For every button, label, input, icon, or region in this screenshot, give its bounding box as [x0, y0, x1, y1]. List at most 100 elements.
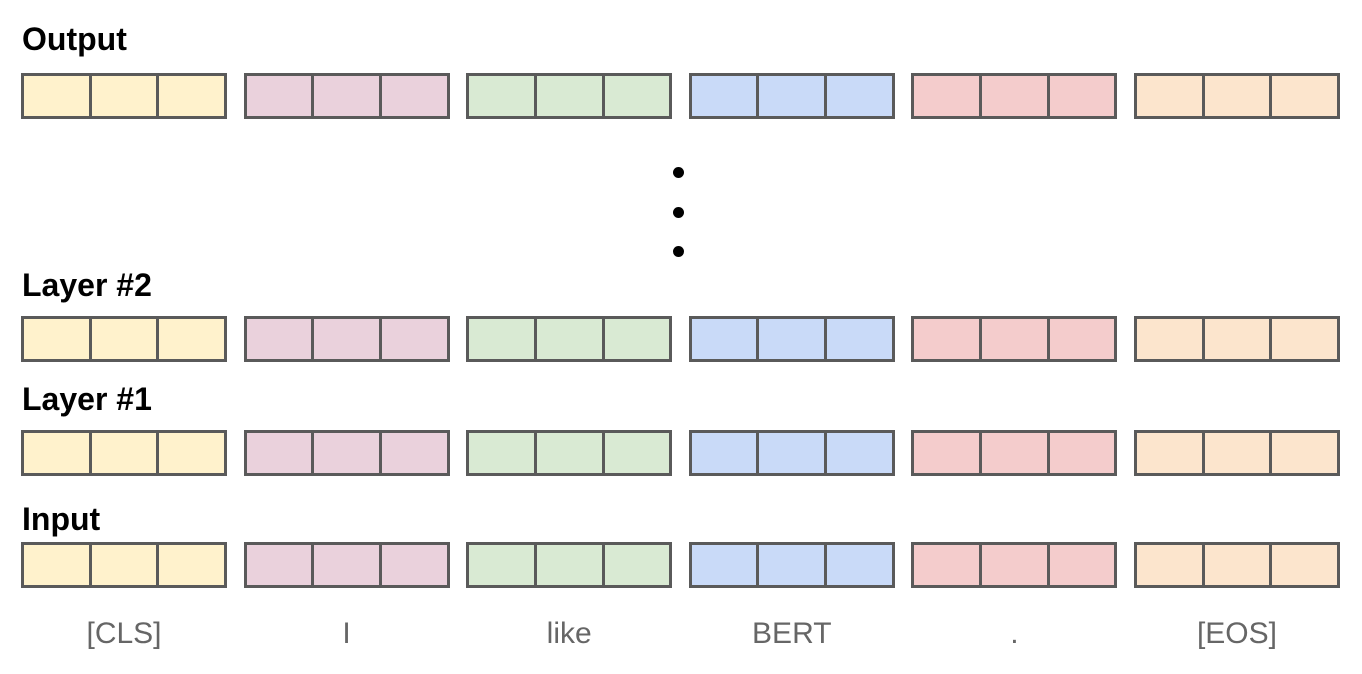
- vector-cell: [92, 433, 160, 473]
- vector-cell: [692, 433, 760, 473]
- vector-cell: [982, 433, 1050, 473]
- vector-cell: [759, 545, 828, 585]
- vector-cell: [692, 545, 760, 585]
- vector-cell: [827, 319, 892, 359]
- vector-cell: [159, 433, 224, 473]
- vector-cell: [537, 76, 605, 116]
- vector-cell: [605, 545, 670, 585]
- vector-cell: [382, 433, 447, 473]
- vector-cell: [159, 545, 224, 585]
- ellipsis-dot: [672, 206, 684, 218]
- token-label: I: [342, 617, 351, 650]
- embedding-vector: [688, 73, 895, 119]
- embedding-vector: [688, 430, 895, 476]
- embedding-vector: [21, 73, 227, 119]
- vector-cell: [1205, 76, 1273, 116]
- vector-cell: [1050, 76, 1115, 116]
- vector-row: [21, 316, 1340, 362]
- embedding-vector: [243, 316, 450, 362]
- vector-cell: [1137, 319, 1205, 359]
- vector-cell: [537, 319, 605, 359]
- vector-cell: [914, 545, 983, 585]
- vector-cell: [92, 545, 160, 585]
- embedding-vector: [21, 430, 227, 476]
- vector-cell: [314, 433, 382, 473]
- vector-row: [21, 430, 1340, 476]
- ellipsis-dot: [672, 167, 684, 178]
- vector-cell: [247, 433, 315, 473]
- vector-cell: [605, 433, 670, 473]
- vector-cell: [982, 545, 1050, 585]
- vector-cell: [759, 76, 828, 116]
- embedding-vector: [1133, 430, 1340, 476]
- vector-cell: [24, 76, 92, 116]
- vector-cell: [24, 545, 92, 585]
- embedding-vector: [911, 73, 1118, 119]
- embedding-vector: [688, 542, 895, 588]
- vector-cell: [247, 319, 315, 359]
- vector-cell: [1050, 319, 1115, 359]
- embedding-vector: [466, 430, 673, 476]
- embedding-vector: [1133, 316, 1340, 362]
- ellipsis-dots: [672, 167, 684, 257]
- embedding-vector: [466, 542, 673, 588]
- embedding-vector: [688, 316, 895, 362]
- vector-cell: [382, 319, 447, 359]
- vector-cell: [827, 76, 892, 116]
- token-label: like: [546, 617, 592, 650]
- embedding-vector: [1133, 542, 1340, 588]
- section-label: Output: [22, 21, 127, 57]
- embedding-vector: [243, 542, 450, 588]
- vector-cell: [159, 319, 224, 359]
- vector-cell: [24, 319, 92, 359]
- vector-cell: [1050, 545, 1115, 585]
- section-label: Layer #1: [22, 381, 152, 417]
- vector-cell: [827, 545, 892, 585]
- vector-cell: [24, 433, 92, 473]
- token-label: [CLS]: [86, 617, 162, 650]
- vector-row: [21, 73, 1340, 119]
- token-label: [EOS]: [1196, 617, 1277, 650]
- vector-cell: [1272, 433, 1337, 473]
- vector-cell: [314, 545, 382, 585]
- vector-cell: [469, 76, 537, 116]
- vector-cell: [914, 319, 983, 359]
- vector-cell: [382, 545, 447, 585]
- section-label: Layer #2: [22, 267, 152, 303]
- ellipsis-dot: [672, 246, 684, 257]
- vector-cell: [92, 76, 160, 116]
- vector-cell: [914, 433, 983, 473]
- embedding-vector: [911, 316, 1118, 362]
- vector-cell: [759, 433, 828, 473]
- vector-cell: [382, 76, 447, 116]
- vector-cell: [1137, 545, 1205, 585]
- vector-cell: [1137, 433, 1205, 473]
- vector-cell: [469, 433, 537, 473]
- vector-cell: [1050, 433, 1115, 473]
- embedding-vector: [911, 542, 1118, 588]
- vector-cell: [605, 76, 670, 116]
- vector-cell: [1205, 545, 1273, 585]
- vector-cell: [982, 319, 1050, 359]
- embedding-vector: [21, 316, 227, 362]
- vector-cell: [537, 433, 605, 473]
- vector-cell: [605, 319, 670, 359]
- vector-cell: [1272, 76, 1337, 116]
- vector-cell: [314, 319, 382, 359]
- vector-cell: [1272, 545, 1337, 585]
- vector-cell: [1272, 319, 1337, 359]
- vector-cell: [314, 76, 382, 116]
- vector-cell: [469, 319, 537, 359]
- vector-cell: [1137, 76, 1205, 116]
- token-label: BERT: [752, 617, 832, 650]
- embedding-vector: [1133, 73, 1340, 119]
- vector-cell: [982, 76, 1050, 116]
- vector-cell: [247, 545, 315, 585]
- embedding-vector: [243, 430, 450, 476]
- vector-cell: [692, 76, 760, 116]
- token-label: .: [1010, 617, 1019, 650]
- vector-cell: [827, 433, 892, 473]
- vector-cell: [469, 545, 537, 585]
